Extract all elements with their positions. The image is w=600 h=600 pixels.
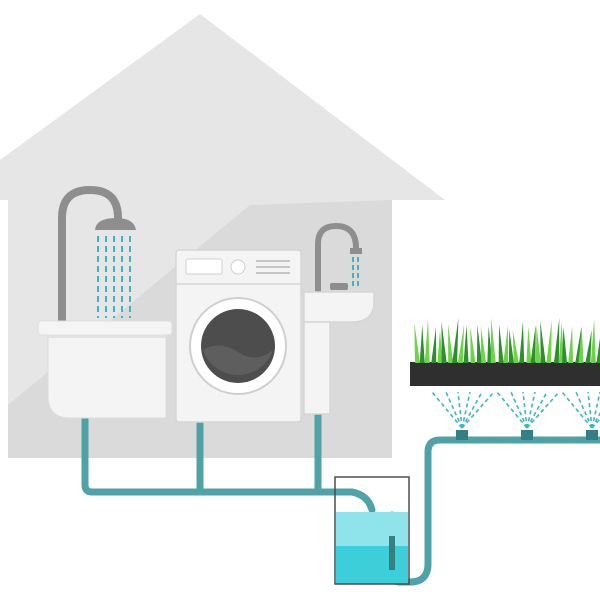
sprinkler-head [586,430,598,440]
bathtub-icon [37,320,173,419]
grass-blade [546,320,552,363]
faucet-head [350,248,362,254]
grass-blade [480,326,487,363]
sprinkler-spray [575,391,593,429]
grass-blade [490,318,496,363]
grass-blade [562,326,568,363]
sprinkler-spray [431,391,463,429]
sprinkler-head [456,430,468,440]
sprinkler-spray [561,391,593,429]
grass-blade [437,329,443,363]
grass-blade [519,321,525,363]
grass-blade [470,327,476,363]
grass-blade [414,323,420,363]
bathtub-drain-pipe [81,411,376,514]
bathtub-rim [37,320,173,336]
sprinkler-icon [561,391,600,440]
grass-blade [441,321,447,363]
grass-blade [596,337,600,363]
grass-blade [590,318,596,363]
sprinkler-spray [457,391,463,429]
sprinkler-spray [510,391,528,429]
water-tank-icon [334,476,410,585]
shower-head [95,218,136,230]
grass-blade [553,318,560,363]
washer-dial [230,259,246,275]
tank-water-top [336,512,408,546]
grass-icon [410,317,600,386]
sprinkler-spray [461,391,495,429]
grass-blade [526,326,532,363]
grass-blade [512,329,519,363]
grass-blade [463,325,469,363]
grass-blades [414,317,600,363]
washer-display [185,258,223,275]
grass-blade [476,324,482,363]
sprinkler-icon [431,391,495,440]
grass-blade [452,317,459,363]
grass-blade [540,320,546,363]
sprinkler-spray [526,391,560,429]
sprinkler-spray [522,391,528,429]
shower-icon [58,185,136,326]
soil-bed [410,362,600,386]
faucet-water-streams [352,257,359,288]
grass-blade [419,324,425,363]
sprinkler-spray [461,391,471,429]
sprinkler-spray [591,391,600,429]
grass-blade [578,325,584,363]
faucet-arm [315,222,359,295]
grass-blade [498,324,504,363]
sink-icon [303,222,375,415]
sprinkler-spray [496,391,528,429]
grass-blade [448,324,454,363]
washer-drum-reflection [203,345,273,375]
tank-outline [334,476,410,585]
bathtub-basin [47,334,167,419]
tank-water-bottom [336,546,408,584]
sprinkler-head [521,430,533,440]
sprinkler-spray [526,391,536,429]
grass-blade [424,318,430,363]
washer-control-lines [256,260,290,274]
grass-blade [431,327,437,363]
grass-blade [530,324,536,363]
grass-blade [535,324,541,363]
sink-basin [303,291,375,323]
sprinkler-spray [445,391,463,429]
grass-blade [457,324,465,363]
grass-blade [568,325,574,363]
grass-blade [503,325,509,363]
shower-arm [58,185,122,326]
faucet-handle [330,283,348,290]
grass-blade [508,329,514,363]
washing-machine-icon [175,249,302,423]
sprinkler-icon [496,391,560,440]
sink-cabinet [303,321,331,415]
shower-water-streams [97,236,131,318]
sprinklers [431,391,600,440]
irrigation-supply-pipe [388,436,600,586]
sprinkler-spray [591,417,600,429]
bathtub-edge-line [48,335,166,338]
grass-blade [585,329,592,363]
sprinkler-spray [587,391,593,429]
